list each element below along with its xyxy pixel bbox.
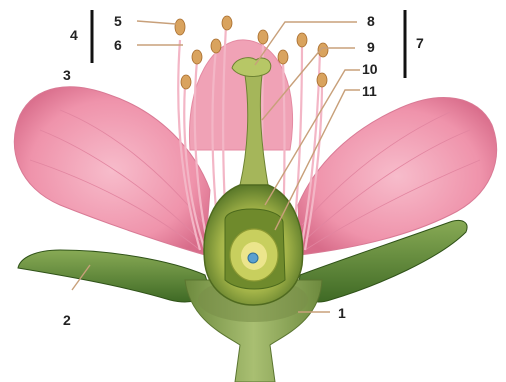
label-8: 8	[367, 13, 375, 29]
petal-right	[298, 98, 497, 255]
back-petal	[189, 40, 292, 150]
petal-left	[14, 87, 210, 255]
label-11: 11	[362, 83, 377, 99]
label-9: 9	[367, 39, 375, 55]
label-1: 1	[338, 305, 346, 321]
egg-cell	[248, 253, 258, 263]
label-6: 6	[114, 37, 122, 53]
label-7: 7	[416, 35, 424, 51]
sepal-left	[18, 250, 210, 302]
stigma	[232, 58, 271, 77]
label-2: 2	[63, 312, 71, 328]
label-5: 5	[114, 13, 122, 29]
label-4: 4	[70, 27, 78, 43]
label-3: 3	[63, 67, 71, 83]
label-10: 10	[362, 61, 378, 77]
